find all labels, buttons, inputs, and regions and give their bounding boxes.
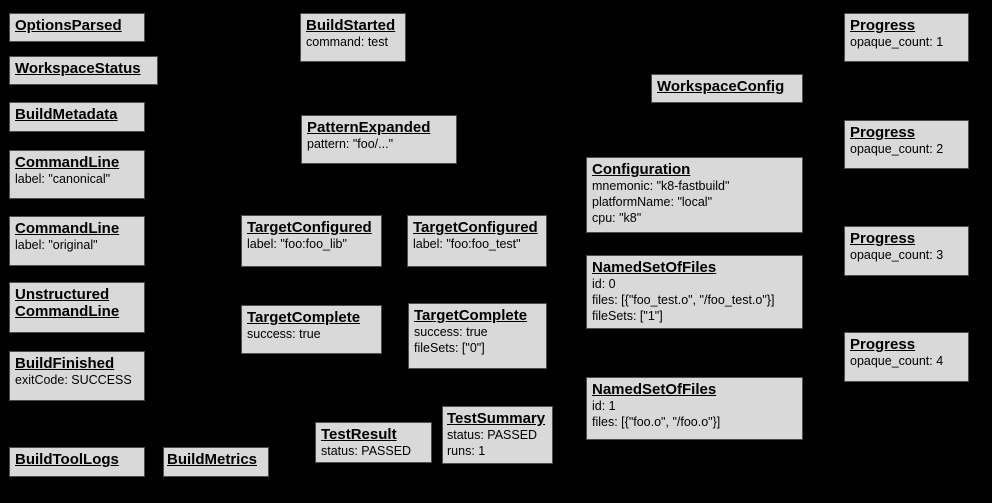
node-title: BuildFinished bbox=[15, 355, 115, 372]
node-field: fileSets: ["0"] bbox=[414, 341, 485, 355]
node-title: TargetComplete bbox=[414, 307, 528, 324]
node-field: pattern: "foo/..." bbox=[307, 137, 394, 151]
node-target-configured-foo-lib: TargetConfigured label: "foo:foo_lib" bbox=[241, 215, 382, 267]
node-named-set-of-files-1: NamedSetOfFiles id: 1 files: [{"foo.o", … bbox=[586, 377, 803, 440]
node-test-result: TestResult status: PASSED bbox=[315, 422, 432, 463]
node-build-tool-logs: BuildToolLogs bbox=[9, 447, 145, 477]
node-options-parsed: OptionsParsed bbox=[9, 13, 145, 42]
node-title: Progress bbox=[850, 124, 916, 141]
node-title: TargetConfigured bbox=[413, 219, 538, 236]
node-test-summary: TestSummary status: PASSED runs: 1 bbox=[442, 406, 553, 464]
node-title: NamedSetOfFiles bbox=[592, 259, 717, 276]
node-progress-2: Progress opaque_count: 2 bbox=[844, 120, 969, 169]
node-named-set-of-files-0: NamedSetOfFiles id: 0 files: [{"foo_test… bbox=[586, 255, 803, 329]
node-command-line-canonical: CommandLine label: "canonical" bbox=[9, 150, 145, 199]
node-build-started: BuildStarted command: test bbox=[300, 13, 406, 62]
node-title: WorkspaceStatus bbox=[15, 60, 141, 77]
node-field: label: "original" bbox=[15, 238, 98, 252]
node-field: opaque_count: 4 bbox=[850, 354, 944, 368]
node-title: BuildToolLogs bbox=[15, 451, 119, 468]
node-field: id: 1 bbox=[592, 399, 616, 413]
node-field: status: PASSED bbox=[447, 428, 538, 442]
node-workspace-status: WorkspaceStatus bbox=[9, 56, 158, 85]
node-title: BuildMetadata bbox=[15, 106, 118, 123]
node-field: id: 0 bbox=[592, 277, 616, 291]
node-configuration: Configuration mnemonic: "k8-fastbuild" p… bbox=[586, 157, 803, 233]
node-field: fileSets: ["1"] bbox=[592, 309, 663, 323]
node-title: Unstructured CommandLine bbox=[15, 286, 120, 320]
node-title: BuildMetrics bbox=[167, 451, 258, 468]
node-build-finished: BuildFinished exitCode: SUCCESS bbox=[9, 351, 145, 401]
node-field: files: [{"foo.o", "/foo.o"}] bbox=[592, 415, 721, 429]
node-title: NamedSetOfFiles bbox=[592, 381, 717, 398]
node-unstructured-command-line: Unstructured CommandLine bbox=[9, 282, 145, 333]
node-title: TargetConfigured bbox=[247, 219, 372, 236]
node-title: Configuration bbox=[592, 161, 691, 178]
node-field: label: "canonical" bbox=[15, 172, 111, 186]
node-progress-3: Progress opaque_count: 3 bbox=[844, 226, 969, 276]
node-title: TestResult bbox=[321, 426, 397, 443]
node-field: mnemonic: "k8-fastbuild" bbox=[592, 179, 730, 193]
node-title: TargetComplete bbox=[247, 309, 361, 326]
node-field: cpu: "k8" bbox=[592, 211, 642, 225]
node-field: status: PASSED bbox=[321, 444, 412, 458]
node-title: WorkspaceConfig bbox=[657, 78, 785, 95]
node-field: label: "foo:foo_lib" bbox=[247, 237, 347, 251]
node-build-metrics: BuildMetrics bbox=[163, 447, 269, 477]
node-pattern-expanded: PatternExpanded pattern: "foo/..." bbox=[301, 115, 457, 164]
node-title: Progress bbox=[850, 17, 916, 34]
node-target-complete-foo-test: TargetComplete success: true fileSets: [… bbox=[408, 303, 547, 369]
node-field: command: test bbox=[306, 35, 388, 49]
node-field: opaque_count: 2 bbox=[850, 142, 944, 156]
node-field: success: true bbox=[414, 325, 488, 339]
node-field: label: "foo:foo_test" bbox=[413, 237, 521, 251]
node-title: TestSummary bbox=[447, 410, 546, 427]
node-title: BuildStarted bbox=[306, 17, 396, 34]
node-build-metadata: BuildMetadata bbox=[9, 102, 145, 132]
node-field: files: [{"foo_test.o", "/foo_test.o"}] bbox=[592, 293, 775, 307]
node-field: platformName: "local" bbox=[592, 195, 713, 209]
node-title: Progress bbox=[850, 230, 916, 247]
node-field: opaque_count: 1 bbox=[850, 35, 944, 49]
node-target-complete-foo-lib: TargetComplete success: true bbox=[241, 305, 382, 354]
node-title: PatternExpanded bbox=[307, 119, 431, 136]
node-title: CommandLine bbox=[15, 154, 120, 171]
node-progress-1: Progress opaque_count: 1 bbox=[844, 13, 969, 62]
node-field: exitCode: SUCCESS bbox=[15, 373, 132, 387]
node-field: success: true bbox=[247, 327, 321, 341]
node-title: CommandLine bbox=[15, 220, 120, 237]
node-command-line-original: CommandLine label: "original" bbox=[9, 216, 145, 266]
node-field: opaque_count: 3 bbox=[850, 248, 944, 262]
node-title: OptionsParsed bbox=[15, 17, 122, 34]
node-target-configured-foo-test: TargetConfigured label: "foo:foo_test" bbox=[407, 215, 547, 267]
node-workspace-config: WorkspaceConfig bbox=[651, 74, 803, 103]
node-progress-4: Progress opaque_count: 4 bbox=[844, 332, 969, 382]
node-field: runs: 1 bbox=[447, 444, 486, 458]
node-title: Progress bbox=[850, 336, 916, 353]
